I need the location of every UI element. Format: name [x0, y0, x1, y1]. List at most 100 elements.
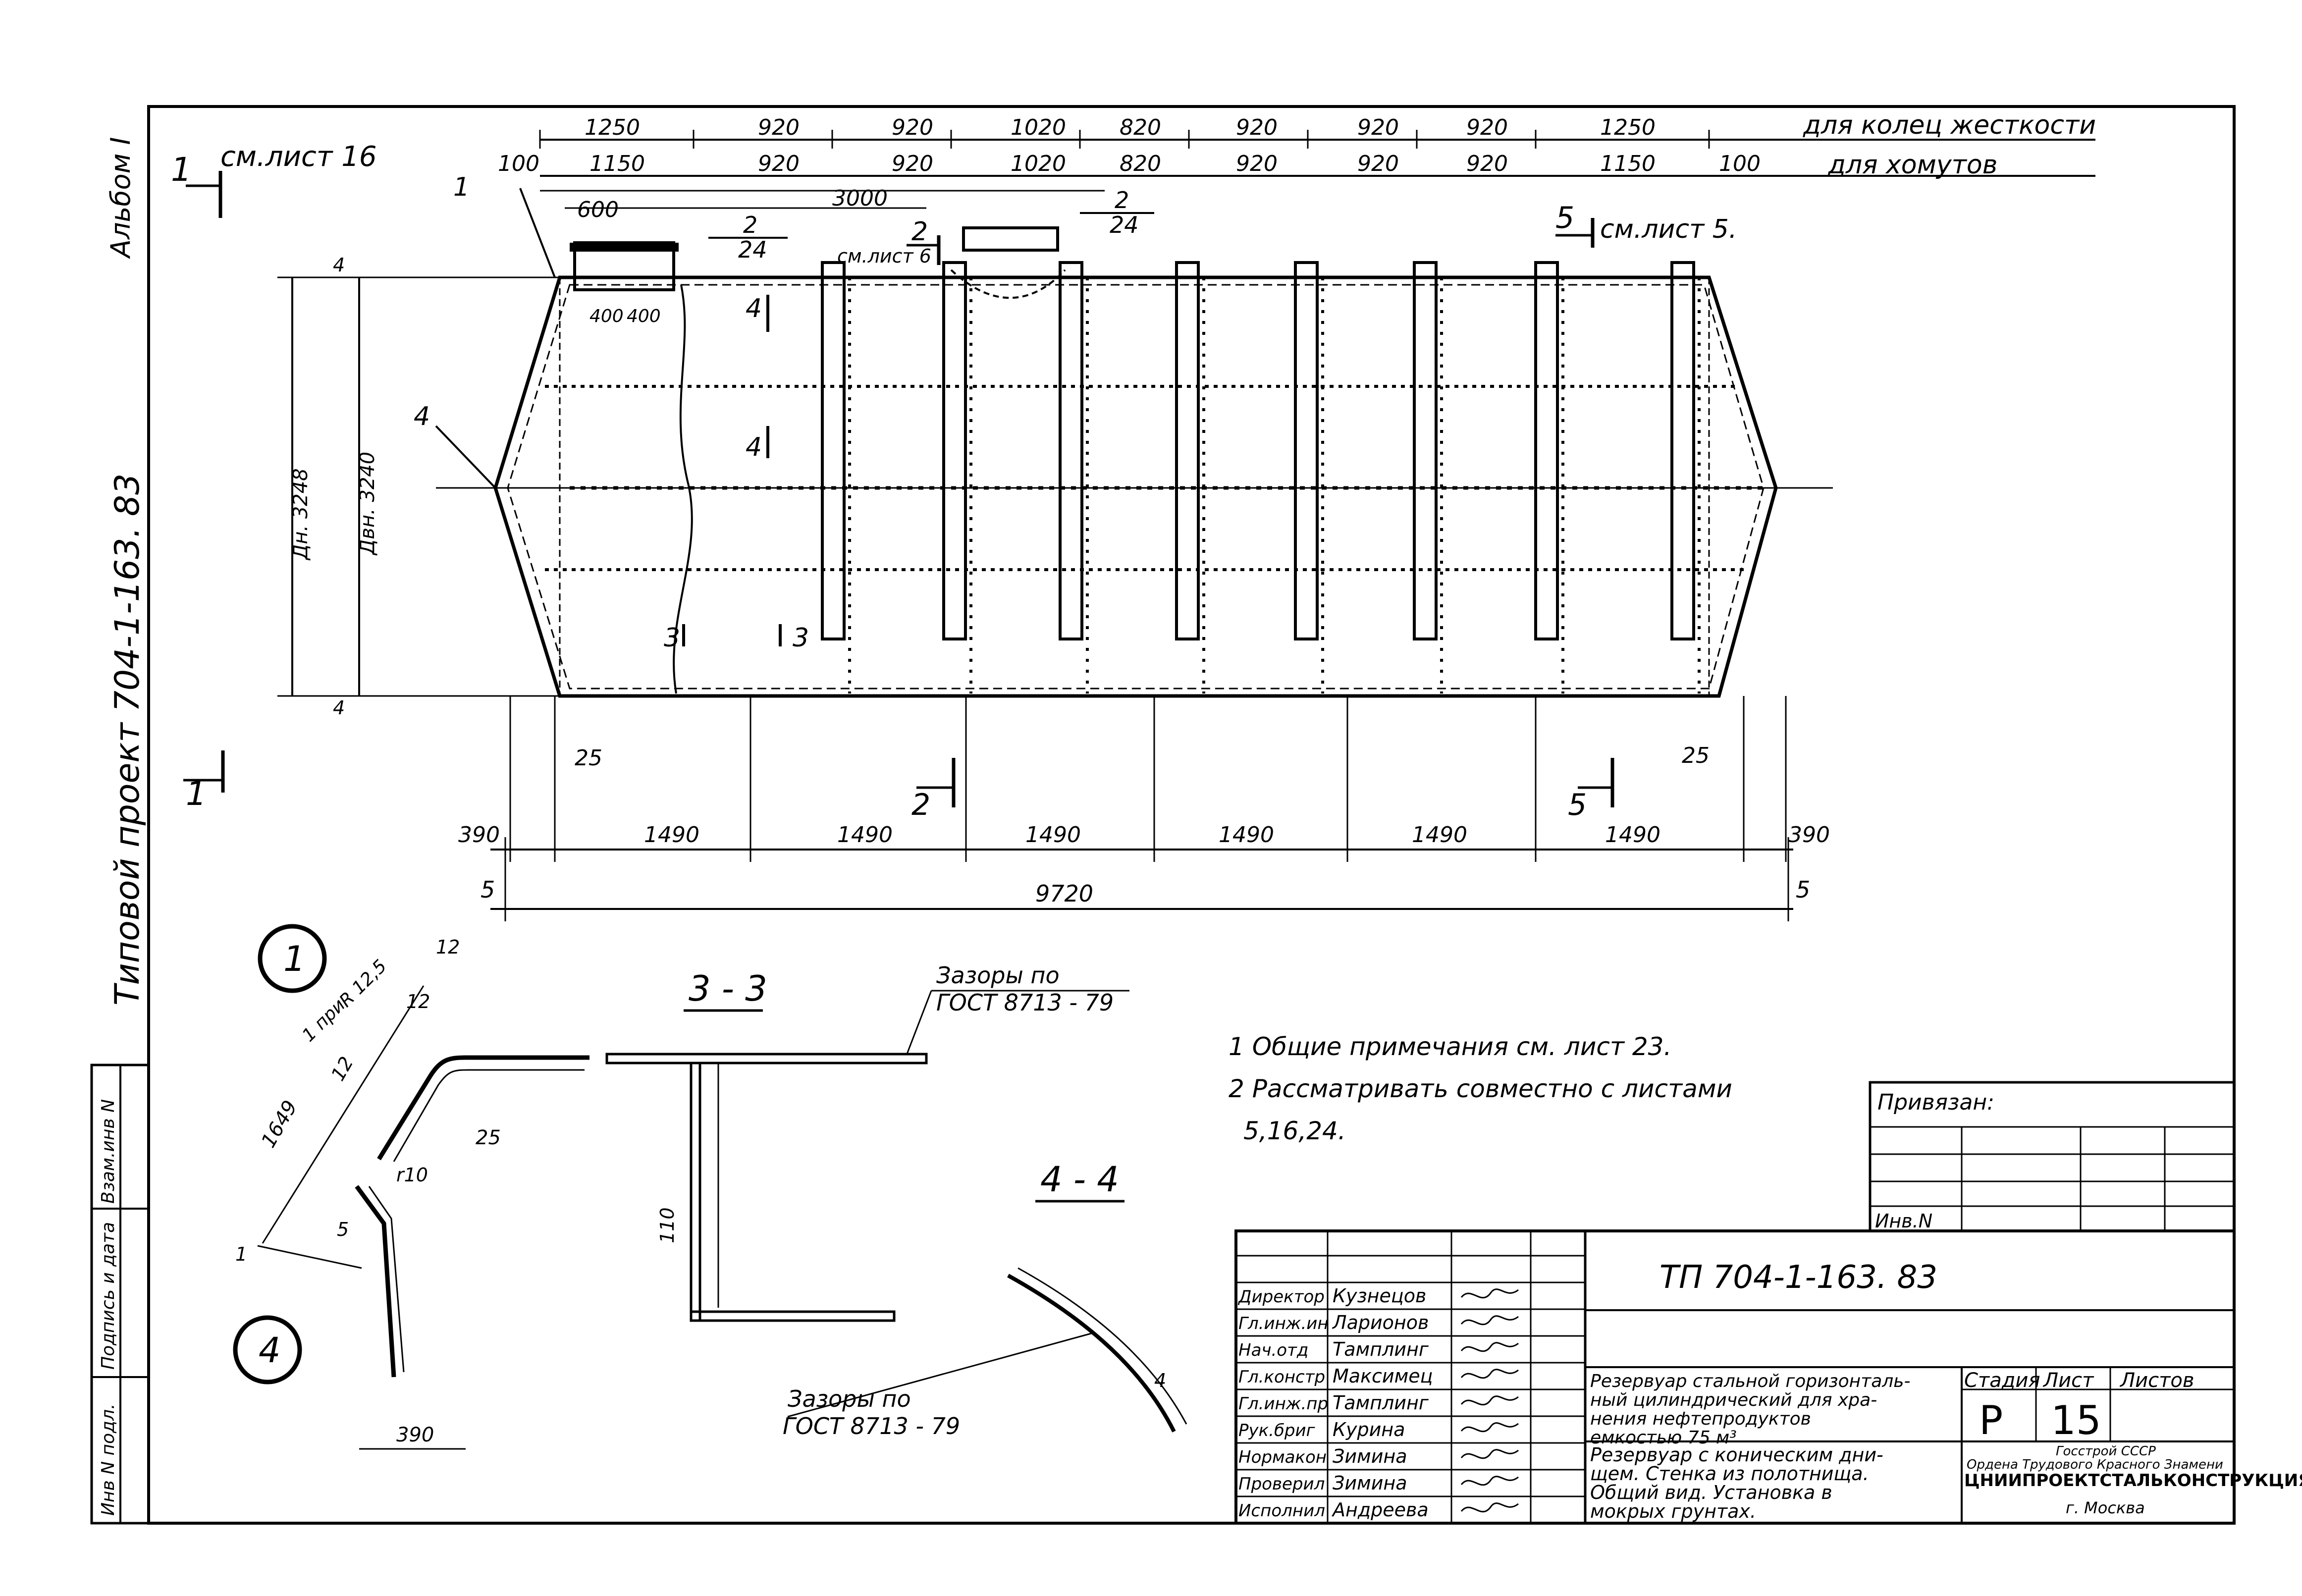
detail-1: 1 1649 1 при R 12,5 12 12 12 25 r10 5 1 … [235, 924, 589, 1450]
tb-name: Курина [1333, 1419, 1405, 1440]
dim-end-right: 5 [1796, 876, 1810, 903]
section-1-marker-bottom: 1 [183, 750, 225, 813]
stiffener-ring [1534, 261, 1559, 640]
detail-4: 4 [233, 1315, 302, 1384]
stamp-column: Инв N подл. Подпись и дата Взам.инв N [90, 1064, 150, 1525]
row2-dim: 920 [892, 151, 933, 176]
list-value: 15 [2051, 1397, 2101, 1443]
stiffener-ring [821, 261, 846, 640]
signature [1460, 1502, 1519, 1513]
row2-dim: 100 [1719, 151, 1761, 176]
row2-dim: 920 [1466, 151, 1508, 176]
row1-dim: 920 [1466, 115, 1508, 140]
dim-25-right: 25 [1682, 743, 1710, 768]
note-1: 1 Общие примечания см. лист 23. [1229, 1032, 1671, 1061]
svg-text:3: 3 [664, 623, 680, 653]
signature [1460, 1369, 1519, 1379]
row2-dim: 100 [498, 151, 539, 176]
desc2-line: щем. Стенка из полотнища. [1590, 1463, 1869, 1485]
row1-dim: 920 [892, 115, 933, 140]
dims-row1-label: для колец жесткости [1803, 110, 2096, 140]
leader-den-2: 24 [1110, 212, 1139, 238]
stiffener-ring [942, 261, 967, 640]
tb-name: Кузнецов [1333, 1285, 1426, 1307]
privyazan-label: Привязан: [1877, 1090, 1994, 1115]
tb-role: Нормакон [1238, 1447, 1327, 1467]
tb-name: Тамплинг [1333, 1392, 1429, 1414]
desc1-line: ный цилиндрический для хра- [1590, 1390, 1877, 1410]
stadiya-label: Стадия [1964, 1369, 2040, 1392]
desc2-line: Резервуар с коническим дни- [1590, 1444, 1883, 1466]
stiffener-ring [1670, 261, 1695, 640]
detail4-title: 4 [259, 1330, 281, 1371]
sec44-4: 4 [1154, 1370, 1166, 1391]
detail1-title: 1 [283, 939, 306, 979]
d1-radius: R 12,5 [335, 956, 390, 1011]
desc2-line: Общий вид. Установка в [1590, 1482, 1832, 1503]
dim-total: 9720 [1035, 880, 1093, 907]
signature [1460, 1315, 1519, 1326]
dim-400b: 400 [627, 306, 661, 326]
svg-text:2: 2 [911, 788, 930, 822]
stiffener-ring [1413, 261, 1438, 640]
bottom-dim: 390 [458, 822, 500, 848]
manhole-right [962, 226, 1059, 252]
dims-row2-label: для хомутов [1827, 150, 1997, 180]
org-line2: Ордена Трудового Красного Знамени [1967, 1457, 2223, 1472]
signature [1460, 1288, 1519, 1299]
leader-den-1: 24 [738, 236, 767, 263]
privyazan-inv: Инв.N [1875, 1210, 1932, 1232]
signature [1460, 1342, 1519, 1352]
sec33-gap: Зазоры по [936, 962, 1060, 989]
top-dimension-rows: для колец жесткости для хомутов 1250 920 9… [498, 110, 2096, 222]
bottom-dim: 1490 [644, 822, 699, 848]
svg-text:5: 5 [1568, 788, 1587, 822]
ref-sheet16: см.лист 16 [220, 141, 377, 173]
section-1-marker-top: 1 см.лист 16 [171, 141, 377, 218]
row2-dim: 1020 [1011, 151, 1066, 176]
d1-12c: 12 [327, 1053, 358, 1085]
signature [1460, 1476, 1519, 1486]
bottom-dim: 390 [1788, 822, 1830, 848]
d1-390: 390 [396, 1424, 434, 1446]
section-3-3: 3 - 3 110 Зазоры по ГОСТ 8713 - 79 [605, 962, 1129, 1322]
tb-name: Зимина [1333, 1472, 1407, 1494]
tb-name: Тамплинг [1333, 1338, 1429, 1360]
d1-25: 25 [476, 1126, 501, 1149]
tb-role: Проверил [1238, 1474, 1325, 1494]
bottom-dim: 1490 [1412, 822, 1467, 848]
svg-text:1: 1 [171, 151, 192, 189]
leader-num-1: 2 [743, 212, 757, 238]
tank-front-view: Дн. 3248 Двн. 3240 4 4 1 4 2 24 2 24 400… [277, 172, 1833, 719]
privyazan-block: Привязан: Инв.N [1869, 1081, 2236, 1232]
sec33-title: 3 - 3 [689, 968, 767, 1009]
project-label: Типовой проект 704-1-163. 83 [108, 474, 147, 1006]
tb-role: Гл.инж.ин [1238, 1314, 1329, 1333]
row1-dim: 820 [1120, 115, 1161, 140]
bottom-dim: 1490 [837, 822, 893, 848]
ref-sheet5: см.лист 5. [1600, 214, 1737, 244]
d1-1: 1 [235, 1243, 247, 1265]
row2-dim: 920 [1357, 151, 1399, 176]
signature [1460, 1449, 1519, 1459]
sec44-title: 4 - 4 [1040, 1159, 1119, 1200]
tb-role: Нач.отд [1238, 1340, 1308, 1360]
d1-5: 5 [337, 1219, 349, 1240]
dim-4-top: 4 [333, 254, 345, 276]
inv-podl-label: Инв N подл. [98, 1404, 118, 1516]
org-city: г. Москва [2066, 1498, 2145, 1517]
row2-dim: 820 [1120, 151, 1161, 176]
d1-r10: r10 [396, 1164, 428, 1186]
tb-role: Гл.констр [1238, 1367, 1325, 1387]
notes: 1 Общие примечания см. лист 23. 2 Рассма… [1229, 1032, 1732, 1145]
row1-dim: 1250 [1600, 115, 1656, 140]
signature [1460, 1422, 1519, 1433]
sec44-gap: Зазоры по [788, 1385, 911, 1412]
tb-name: Максимец [1333, 1365, 1433, 1387]
callout-1: 1 [453, 172, 470, 202]
stadiya-value: Р [1979, 1397, 2003, 1443]
vzam-label: Взам.инв N [98, 1099, 118, 1204]
d1-12b: 12 [406, 991, 430, 1012]
dim-400a: 400 [589, 306, 624, 326]
